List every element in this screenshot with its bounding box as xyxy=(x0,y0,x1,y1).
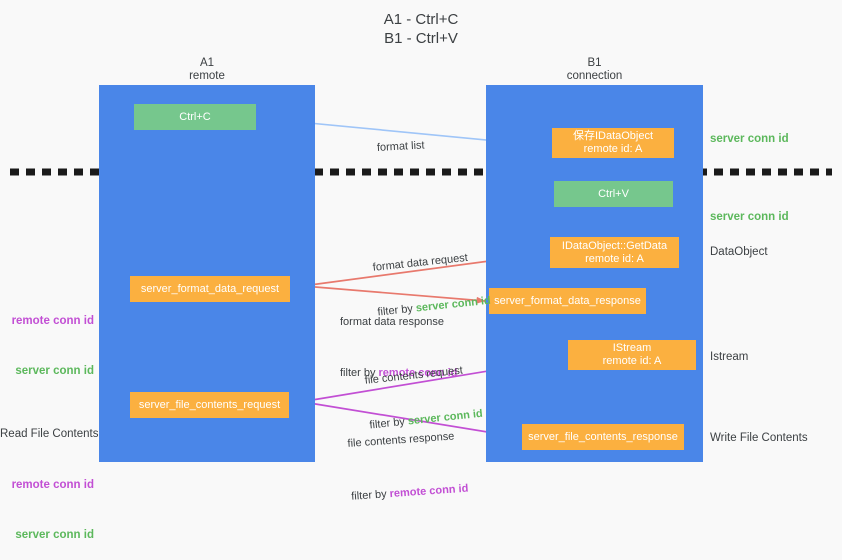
annotation-write-file-contents: Write File Contents xyxy=(710,432,808,444)
node-idataobject-getdata[interactable]: IDataObject::GetData remote id: A xyxy=(550,237,679,268)
annotation-remote-conn-id-bottom: remote conn id xyxy=(11,479,94,491)
node-idataobject-save[interactable]: 保存IDataObject remote id: A xyxy=(552,128,674,158)
annotation-server-conn-id-top: server conn id xyxy=(710,133,789,145)
edge-label-format-list-text: format list xyxy=(376,139,425,154)
annotation-server-conn-id-left-mid: server conn id xyxy=(15,365,94,377)
annotation-dataobject: DataObject xyxy=(710,246,768,258)
annotation-remote-conn-id-mid: remote conn id xyxy=(11,315,94,327)
node-istream[interactable]: IStream remote id: A xyxy=(568,340,696,370)
edge-label-file-contents-response: file contents response filter by remote … xyxy=(345,399,470,520)
node-server-file-contents-request[interactable]: server_file_contents_request xyxy=(130,392,289,418)
edge-label-format-data-request-line1: format data request xyxy=(372,251,469,274)
arrow-format-data-response xyxy=(290,284,486,304)
edge-label-file-contents-response-line1: file contents response xyxy=(347,430,455,450)
annotation-istream: Istream xyxy=(710,351,749,363)
edge-label-format-data-response-line1: format data response xyxy=(340,316,444,328)
filter-by-prefix: filter by xyxy=(340,367,379,379)
annotation-server-conn-id-left-bottom: server conn id xyxy=(15,529,94,541)
lane-header-a1: A1 remote xyxy=(189,57,225,82)
node-server-format-data-response[interactable]: server_format_data_response xyxy=(489,288,646,314)
annotation-group-format-conn-ids: remote conn id server conn id xyxy=(0,278,94,396)
filter-key-remote-conn-id: remote conn id xyxy=(389,482,469,501)
node-server-format-data-request[interactable]: server_format_data_request xyxy=(130,276,290,302)
filter-by-prefix: filter by xyxy=(350,488,391,503)
filter-key-remote-conn-id: remote conn id xyxy=(378,367,458,379)
edge-label-format-data-response: format data response filter by remote co… xyxy=(340,285,457,396)
arrow-file-contents-response xyxy=(290,399,519,440)
lane-header-b1: B1 connection xyxy=(566,57,623,82)
page-title: A1 - Ctrl+C B1 - Ctrl+V xyxy=(383,11,459,47)
edge-label-format-data-response-line2: filter by remote conn id xyxy=(340,366,457,381)
node-server-file-contents-response[interactable]: server_file_contents_response xyxy=(522,424,684,450)
annotation-read-file-contents: Read File Contents xyxy=(0,428,99,440)
edge-label-file-contents-request-line1: file contents request xyxy=(364,364,464,387)
edge-label-format-list: format list xyxy=(375,109,426,171)
node-ctrl-v[interactable]: Ctrl+V xyxy=(554,181,673,207)
annotation-server-conn-id-mid: server conn id xyxy=(710,211,789,223)
annotation-group-read-file-contents: Read File Contents remote conn id server… xyxy=(0,391,99,560)
node-ctrl-c[interactable]: Ctrl+C xyxy=(134,104,256,130)
edge-label-file-contents-response-line2: filter by remote conn id xyxy=(351,482,469,505)
